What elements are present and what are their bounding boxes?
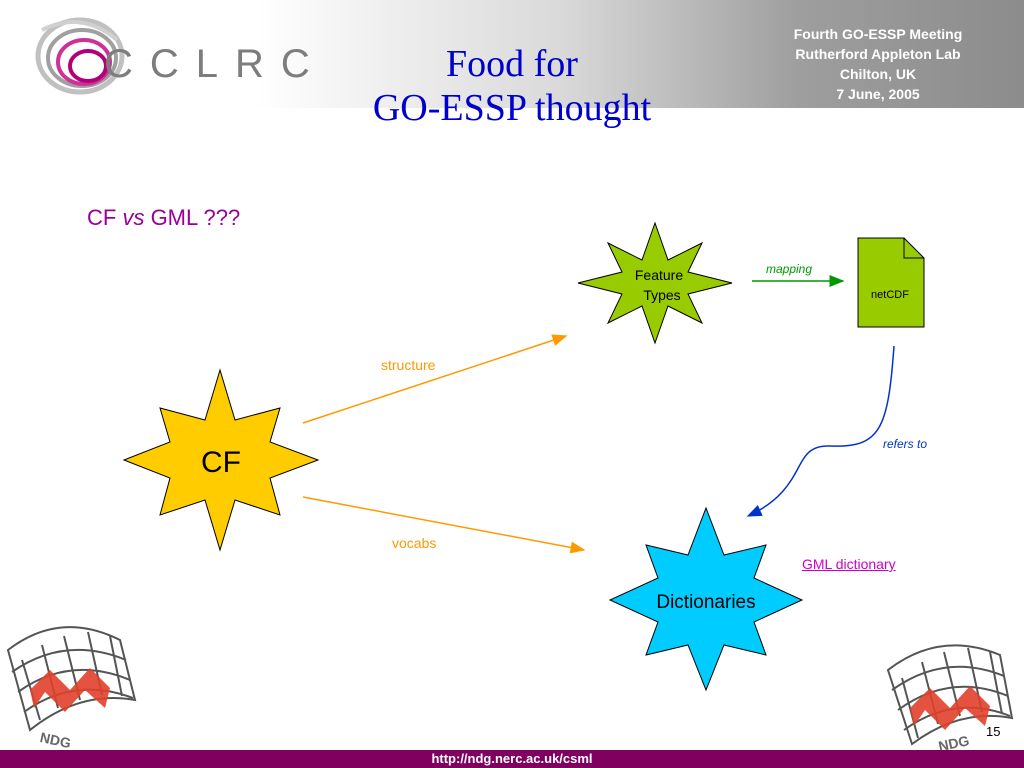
meeting-location: Chilton, UK (839, 66, 917, 82)
refers-to-label: refers to (883, 437, 927, 451)
feature-types-label-2: Types (643, 287, 680, 303)
subtitle-vs: vs (122, 205, 145, 230)
gml-dictionary-link[interactable]: GML dictionary (802, 556, 896, 572)
cf-label: CF (201, 446, 241, 479)
cclrc-logo-text: CCLRC (104, 42, 327, 86)
meeting-date: 7 June, 2005 (836, 86, 920, 102)
slide-header: CCLRC Food for GO-ESSP thought Fourth GO… (0, 0, 1024, 129)
slide-subtitle: CF vs GML ??? (87, 205, 240, 231)
cclrc-swirl-icon (35, 17, 125, 95)
meeting-info: Fourth GO-ESSP Meeting Rutherford Applet… (752, 24, 1004, 104)
structure-arrow (302, 334, 568, 424)
page-number: 15 (986, 724, 1001, 739)
mapping-label: mapping (766, 262, 812, 276)
feature-types-star (577, 221, 733, 345)
structure-label: structure (381, 357, 436, 373)
cf-star (122, 368, 320, 552)
dictionaries-star (608, 506, 804, 692)
title-line-2: GO-ESSP thought (372, 87, 652, 129)
meeting-venue: Rutherford Appleton Lab (795, 46, 961, 62)
slide-title: Food for GO-ESSP thought (312, 42, 712, 130)
dictionaries-label: Dictionaries (656, 592, 755, 613)
refers-to-arrow (746, 345, 895, 517)
vocabs-label: vocabs (392, 535, 436, 551)
title-line-1: Food for (446, 43, 578, 85)
subtitle-cf: CF (87, 205, 123, 230)
netcdf-fold (903, 238, 924, 259)
subtitle-gml: GML ??? (144, 205, 241, 230)
svg-text:NDG: NDG (937, 732, 971, 754)
ndg-logo-left: NDG (6, 626, 137, 751)
meeting-name: Fourth GO-ESSP Meeting (793, 26, 963, 42)
netcdf-document (857, 237, 925, 328)
footer-bar: http://ndg.nerc.ac.uk/csml (0, 750, 1024, 768)
ndg-logo-right: NDG (886, 644, 1014, 754)
svg-text:NDG: NDG (39, 729, 73, 751)
feature-types-label-1: Feature (635, 267, 683, 283)
vocabs-arrow (302, 496, 586, 554)
netcdf-label: netCDF (871, 289, 909, 301)
footer-url[interactable]: http://ndg.nerc.ac.uk/csml (431, 751, 593, 766)
